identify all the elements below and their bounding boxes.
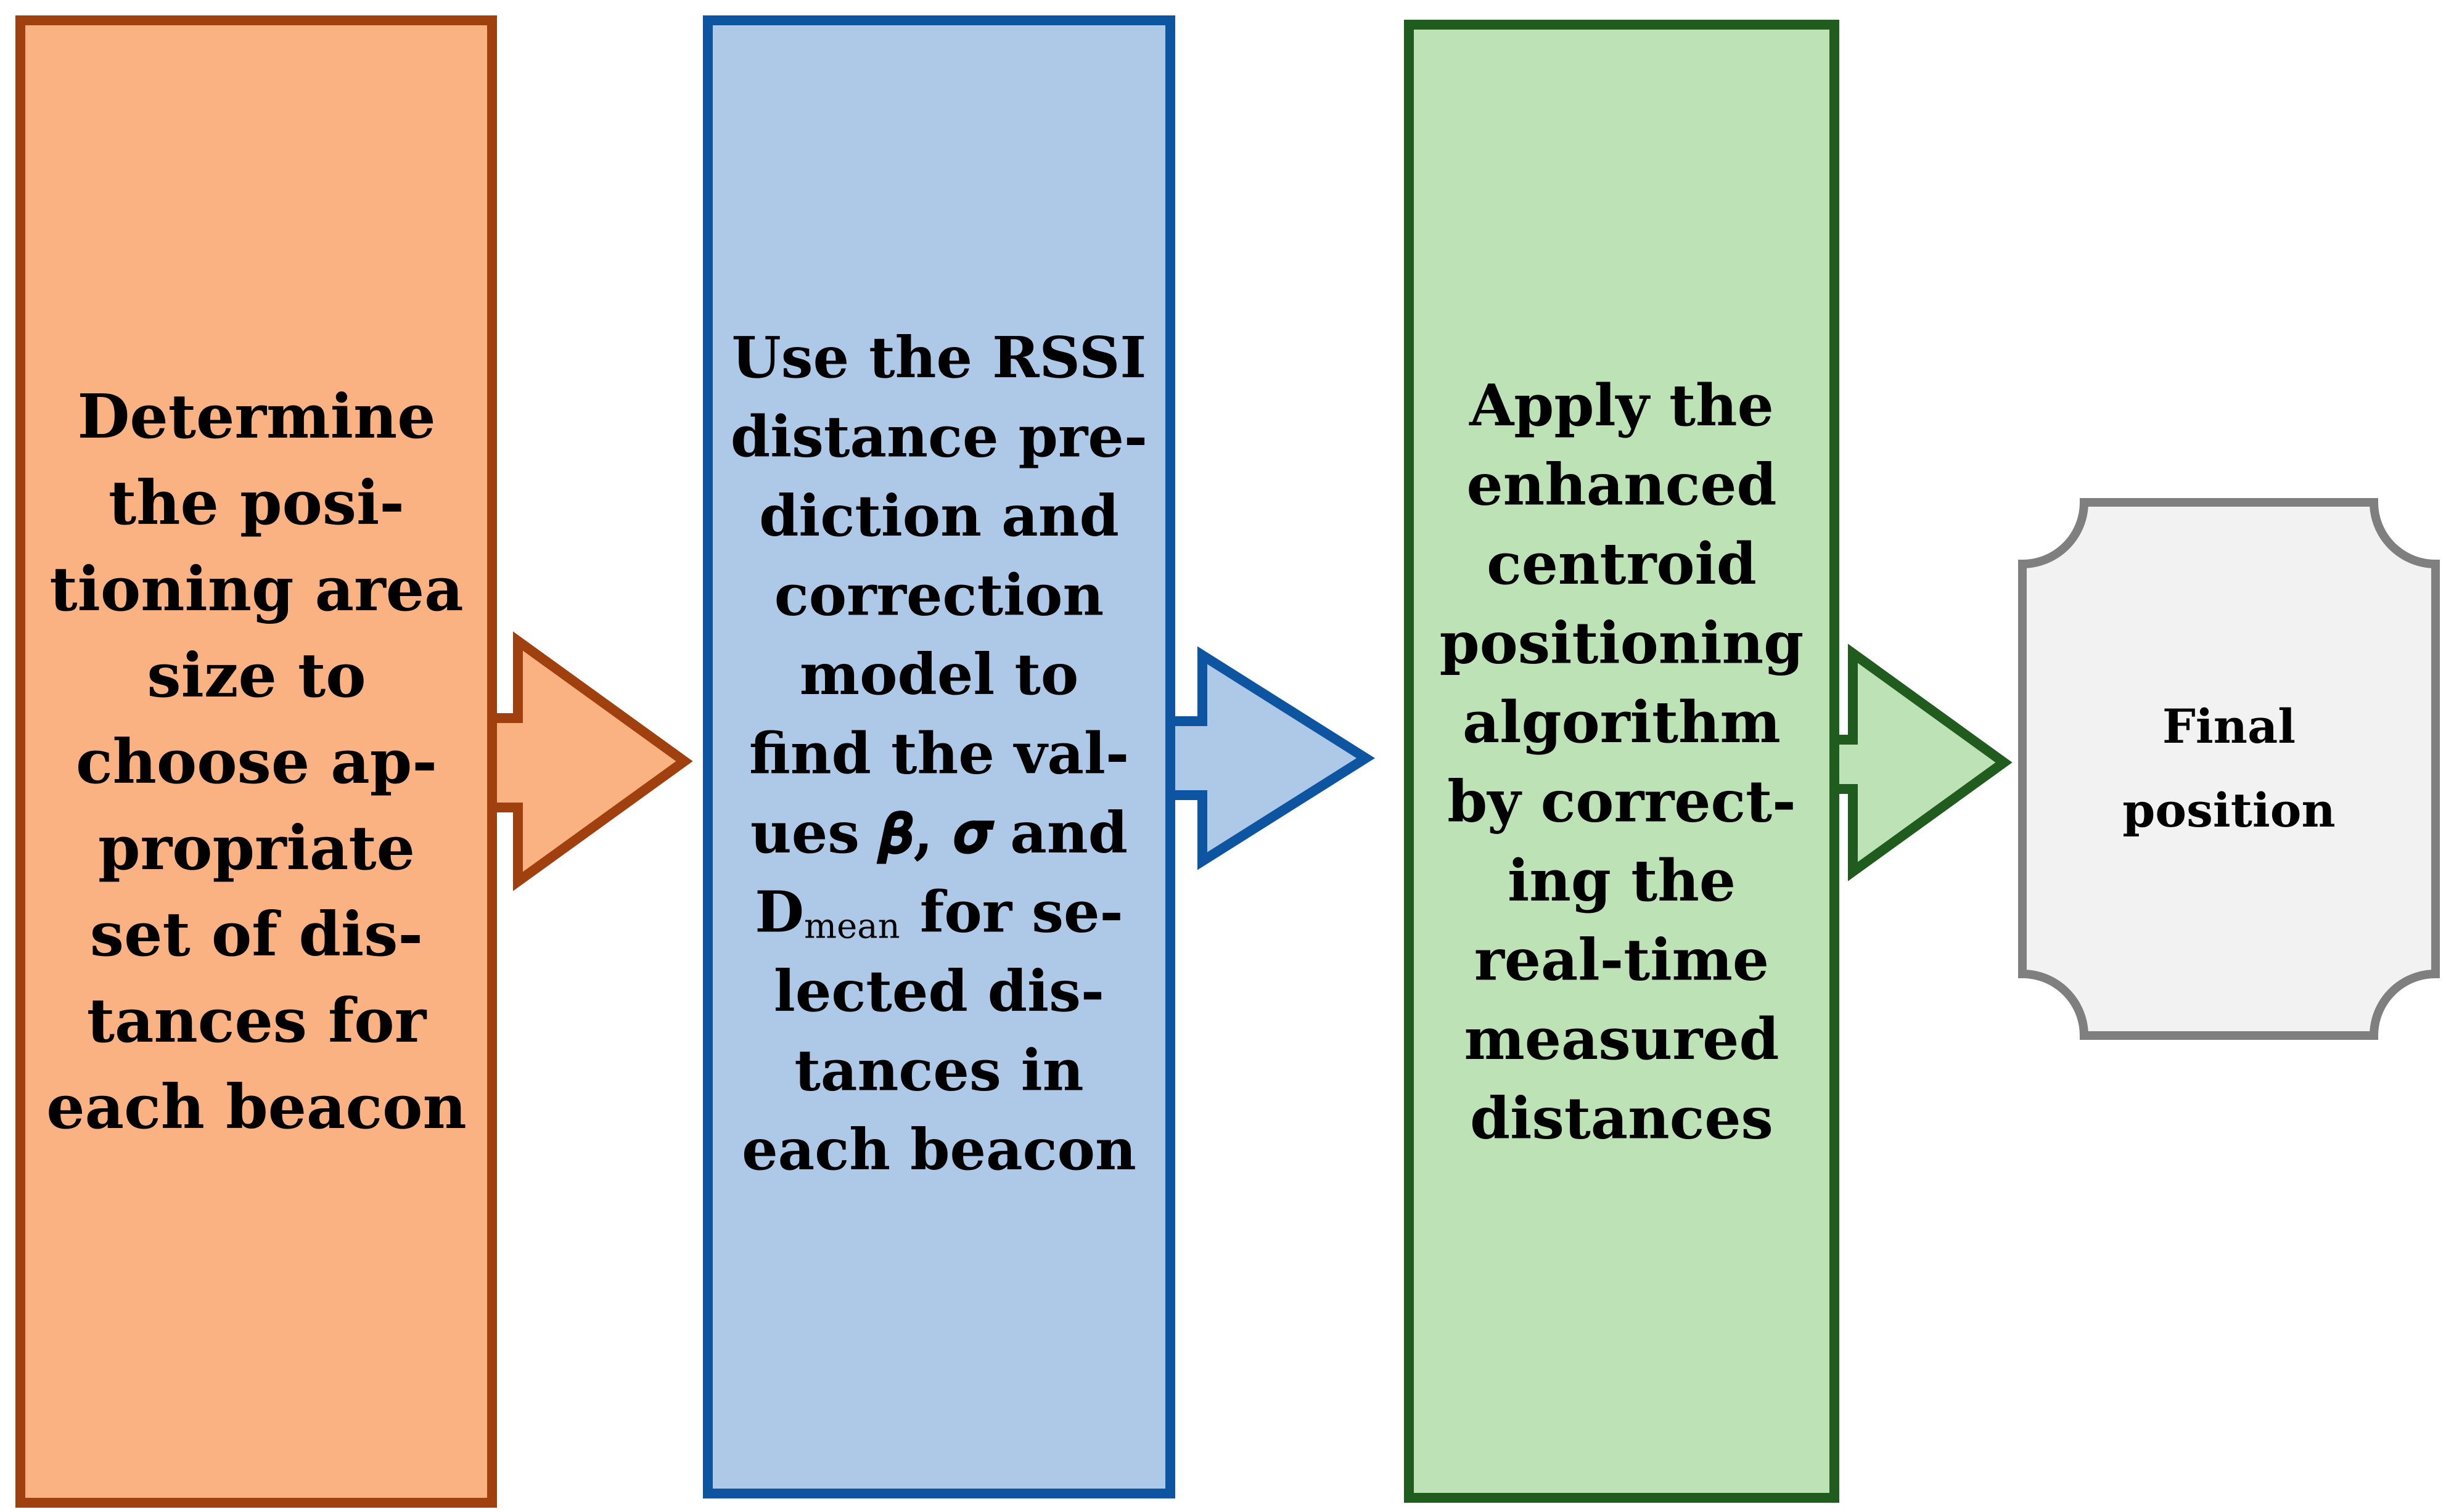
text-line: distances (1470, 1085, 1773, 1152)
text-line: measured (1464, 1005, 1779, 1073)
text-line: tances in (794, 1037, 1083, 1104)
text-line: model to (800, 641, 1078, 708)
step-2-box (703, 15, 1175, 1498)
text-line: algorithm (1463, 689, 1781, 756)
text-line: each beacon (46, 1072, 467, 1143)
text-line: diction and (759, 483, 1119, 549)
text-line: size to (147, 640, 366, 711)
step-3-text: Apply the enhanced centroid positioning algo… (1440, 372, 1804, 1152)
text-line: find the val- (749, 721, 1129, 787)
text-line: ing the (1508, 847, 1736, 914)
step-3-box (1404, 20, 1839, 1503)
text-line: Determine (77, 382, 435, 452)
text-line: centroid (1487, 530, 1757, 597)
text-line: tances for (87, 986, 427, 1056)
arrow-2-to-3 (1163, 646, 1376, 870)
text-line: correction (774, 562, 1104, 629)
final-position-text: Final position (2122, 699, 2335, 838)
text-line: real-time (1474, 926, 1769, 994)
text-line: set of dis- (90, 899, 423, 970)
text-line: Final (2162, 699, 2296, 754)
step-1-text: Determine the posi-tioning area size to cho… (46, 382, 467, 1143)
text-line: Dmean for se- (755, 879, 1123, 947)
arrow-3-to-output (1826, 644, 2013, 881)
text-line: position (2122, 783, 2335, 838)
text-line: choose ap- (76, 727, 437, 798)
text-line: enhanced (1466, 451, 1776, 518)
text-line: the posi- (109, 468, 404, 539)
text-line: by correct- (1447, 768, 1796, 835)
arrow-1-to-2 (485, 631, 693, 891)
text-line: ues 𝜷, 𝝈 and (750, 799, 1128, 866)
text-line: Apply the (1469, 372, 1774, 439)
text-line: distance pre- (731, 404, 1147, 470)
step-1-box (15, 15, 497, 1508)
text-line: each beacon (742, 1116, 1136, 1183)
step-2-text: Use the RSSI distance pre-diction and corr… (731, 324, 1147, 1183)
text-line: positioning (1440, 610, 1804, 677)
text-line: lected dis- (774, 958, 1104, 1024)
final-position-shape (2018, 498, 2440, 1040)
text-line: tioning area (49, 554, 463, 625)
text-line: propriate (98, 813, 415, 884)
text-line: Use the RSSI (732, 324, 1147, 391)
